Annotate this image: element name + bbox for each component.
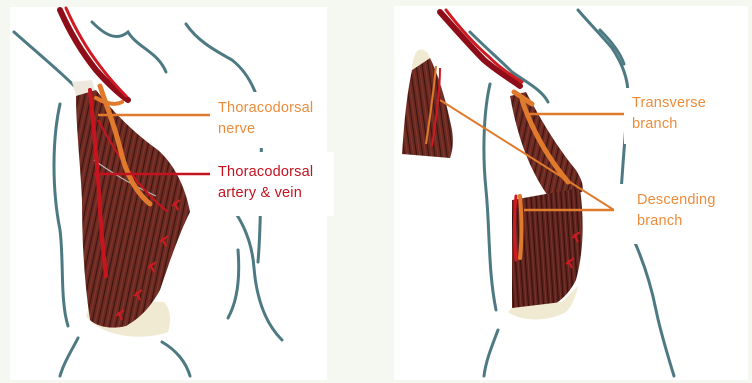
descending-branch-label: Descending branch <box>637 190 716 232</box>
thoracodorsal-nerve-label: Thoracodorsal nerve <box>218 98 313 140</box>
descending-branch-vessel <box>515 196 517 260</box>
left-scapula-line <box>92 22 166 72</box>
thoracodorsal-artery-vein-label: Thoracodorsal artery & vein <box>218 162 313 204</box>
right-lower-arm-line <box>484 330 498 376</box>
left-waist-line <box>162 342 190 376</box>
detached-muscle-flap <box>402 58 453 158</box>
right-arm-line <box>484 84 496 310</box>
left-hip-line <box>228 250 239 318</box>
right-back-line <box>578 10 628 94</box>
left-arm-line <box>54 104 68 326</box>
descending-branch-nerve <box>520 196 522 258</box>
right-upper-muscle <box>510 92 583 196</box>
right-shoulder-line <box>470 32 548 102</box>
transverse-branch-label: Transverse branch <box>632 93 706 135</box>
left-lower-arm-line <box>60 338 78 376</box>
